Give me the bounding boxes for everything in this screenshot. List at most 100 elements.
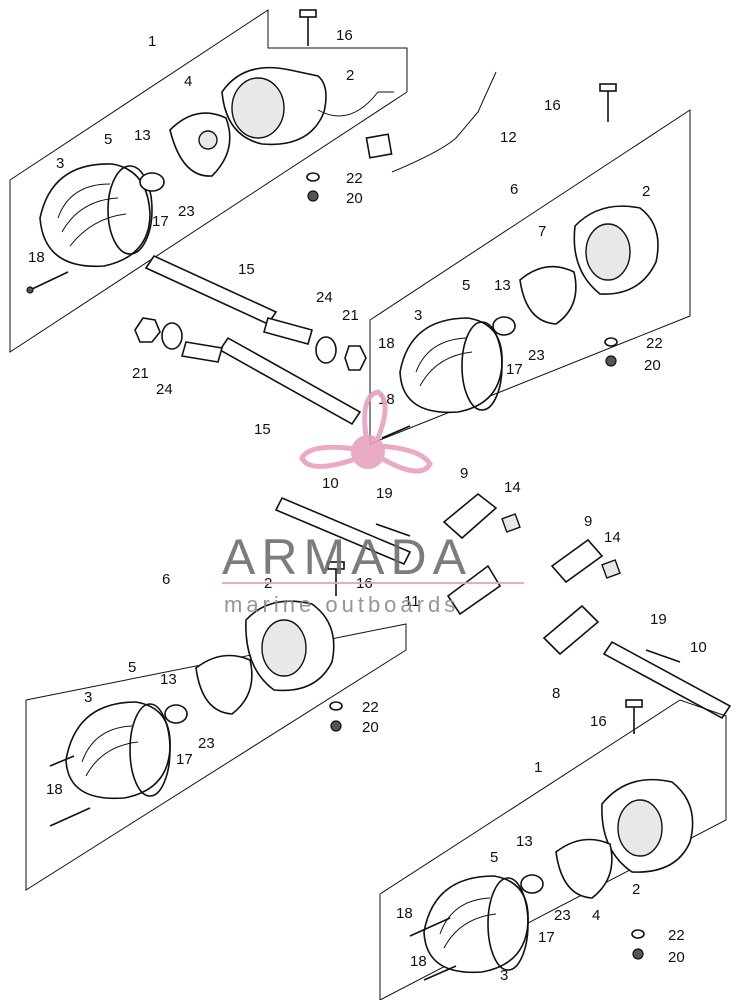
callout-16: 16 xyxy=(336,27,353,44)
propeller-blade xyxy=(372,443,433,474)
washer xyxy=(161,322,183,350)
callout-3: 3 xyxy=(500,967,508,984)
assembly-left-lower xyxy=(25,600,407,891)
callout-20: 20 xyxy=(362,719,379,736)
stem-threaded-end xyxy=(180,341,224,363)
bulb xyxy=(164,704,188,724)
propeller-hub xyxy=(351,435,385,469)
callout-5: 5 xyxy=(490,849,498,866)
callout-16: 16 xyxy=(590,713,607,730)
callout-23: 23 xyxy=(554,907,571,924)
assembly-right-lower xyxy=(379,699,727,1000)
housing-socket xyxy=(585,223,631,281)
callout-5: 5 xyxy=(462,277,470,294)
callout-18: 18 xyxy=(396,905,413,922)
lens-rim xyxy=(129,703,171,797)
housing-socket xyxy=(261,619,307,677)
nut xyxy=(632,948,644,960)
propeller-logo-icon xyxy=(299,389,433,474)
bolt-head xyxy=(625,699,643,708)
callout-14: 14 xyxy=(504,479,521,496)
callout-23: 23 xyxy=(178,203,195,220)
clamp-block xyxy=(446,564,502,616)
lens-screw xyxy=(29,271,69,291)
callout-7: 7 xyxy=(538,223,546,240)
lens-screw xyxy=(409,917,451,937)
wire xyxy=(317,91,394,117)
lens-rim xyxy=(107,165,153,255)
pivot-bolt xyxy=(645,649,681,663)
lens xyxy=(399,317,503,414)
lamp-base-plate xyxy=(519,265,577,325)
callout-16: 16 xyxy=(544,97,561,114)
housing-socket xyxy=(617,799,663,857)
propeller-blade xyxy=(362,389,388,449)
washer xyxy=(604,337,618,347)
callout-18: 18 xyxy=(378,335,395,352)
callout-3: 3 xyxy=(84,689,92,706)
callout-14: 14 xyxy=(604,529,621,546)
callout-6: 6 xyxy=(510,181,518,198)
callout-24: 24 xyxy=(156,381,173,398)
pivot-bolt xyxy=(375,523,411,537)
callout-21: 21 xyxy=(132,365,149,382)
callout-10: 10 xyxy=(690,639,707,656)
callout-10: 10 xyxy=(322,475,339,492)
callout-23: 23 xyxy=(528,347,545,364)
lens xyxy=(423,875,529,974)
callout-24: 24 xyxy=(316,289,333,306)
callout-8: 8 xyxy=(552,685,560,702)
callout-17: 17 xyxy=(506,361,523,378)
small-hardware xyxy=(306,172,645,960)
bolt-head xyxy=(327,561,345,570)
callout-15: 15 xyxy=(238,261,255,278)
group-bracket xyxy=(9,91,408,353)
callout-18: 18 xyxy=(410,953,427,970)
callout-2: 2 xyxy=(346,67,354,84)
stem-threaded-end xyxy=(263,317,313,345)
callout-19: 19 xyxy=(650,611,667,628)
lens-rim xyxy=(487,877,529,971)
callout-9: 9 xyxy=(460,465,468,482)
bracket-plate xyxy=(550,538,604,584)
callout-4: 4 xyxy=(184,73,192,90)
screw-head xyxy=(26,286,34,294)
callout-18: 18 xyxy=(46,781,63,798)
bolt-head xyxy=(599,83,617,92)
callout-labels: 1 16 2 4 5 13 3 12 16 22 20 23 17 6 2 18… xyxy=(28,27,707,984)
propeller-blade xyxy=(299,444,365,469)
callout-22: 22 xyxy=(668,927,685,944)
stem-tube xyxy=(144,254,278,326)
callout-22: 22 xyxy=(646,335,663,352)
callout-13: 13 xyxy=(134,127,151,144)
callout-17: 17 xyxy=(538,929,555,946)
pivot-rod xyxy=(602,640,732,720)
callout-17: 17 xyxy=(176,751,193,768)
watermark-brand: ARMADA xyxy=(222,529,472,585)
group-bracket xyxy=(369,109,691,445)
callout-4: 4 xyxy=(592,907,600,924)
bracket-plate xyxy=(542,604,600,656)
callout-17: 17 xyxy=(152,213,169,230)
washer xyxy=(315,336,337,364)
lens-screw xyxy=(423,965,457,981)
hex-nut xyxy=(134,317,161,343)
center-bracket-parts xyxy=(274,492,732,720)
rubber-spacer xyxy=(601,559,621,579)
bulb xyxy=(520,874,544,894)
callout-13: 13 xyxy=(160,671,177,688)
bulb xyxy=(492,316,516,336)
brand-watermark: ARMADA marine outboards xyxy=(222,389,524,617)
pivot-rod xyxy=(274,496,412,566)
lamp-base-plate xyxy=(195,654,253,715)
bracket-plate xyxy=(442,492,498,540)
callout-21: 21 xyxy=(342,307,359,324)
callout-5: 5 xyxy=(128,659,136,676)
callout-18: 18 xyxy=(28,249,45,266)
bulb-socket xyxy=(198,130,218,150)
bolt-head xyxy=(299,9,317,18)
group-bracket xyxy=(9,9,408,181)
washer xyxy=(631,929,645,939)
watermark-tagline: marine outboards xyxy=(224,592,459,617)
